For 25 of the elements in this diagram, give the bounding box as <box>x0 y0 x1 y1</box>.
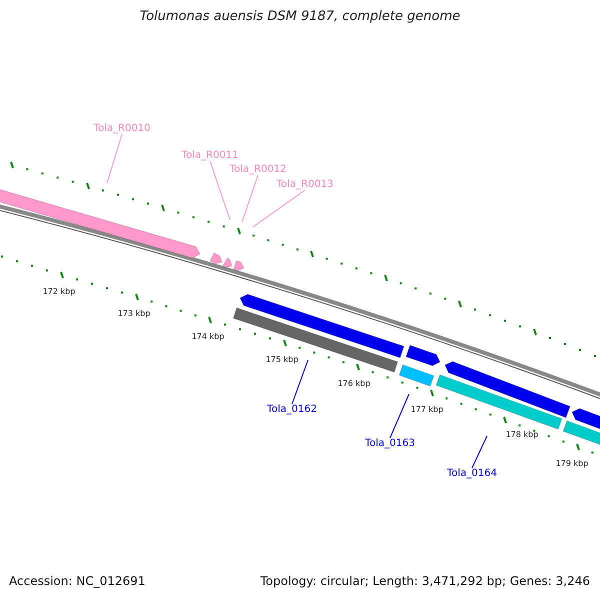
title: Tolumonas auensis DSM 9187, complete genome <box>138 9 462 24</box>
gene-label: Tola_R0012 <box>230 164 286 175</box>
position-label: 172 kbp <box>42 287 76 296</box>
leader-line <box>242 174 258 222</box>
gene-label: Tola_R0013 <box>276 179 334 190</box>
genome-stats-text: Topology: circular; Length: 3,471,292 bp; Genes: 3,246 <box>260 574 590 588</box>
leader-line <box>472 436 488 468</box>
gene-label: Tola_0164 <box>447 468 497 479</box>
position-label: 173 kbp <box>118 309 150 318</box>
position-label: 176 kbp <box>338 379 370 388</box>
gene-label: Tola_0163 <box>365 438 415 449</box>
gene-label: Tola_R0011 <box>182 150 238 161</box>
position-label: 174 kbp <box>192 332 224 341</box>
leader-line <box>106 134 122 184</box>
leader-line <box>252 190 306 228</box>
leader-line <box>210 160 230 220</box>
position-label: 175 kbp <box>266 355 298 364</box>
leader-line <box>390 394 410 438</box>
position-label: 179 kbp <box>556 459 588 468</box>
leader-line <box>292 360 308 404</box>
gene-label: Tola_0162 <box>267 404 317 415</box>
position-label: 177 kbp <box>410 405 444 414</box>
gene-label: Tola_R0010 <box>94 123 150 134</box>
accession-text: Accession: NC_012691 <box>9 574 146 588</box>
position-label: 178 kbp <box>506 430 538 439</box>
